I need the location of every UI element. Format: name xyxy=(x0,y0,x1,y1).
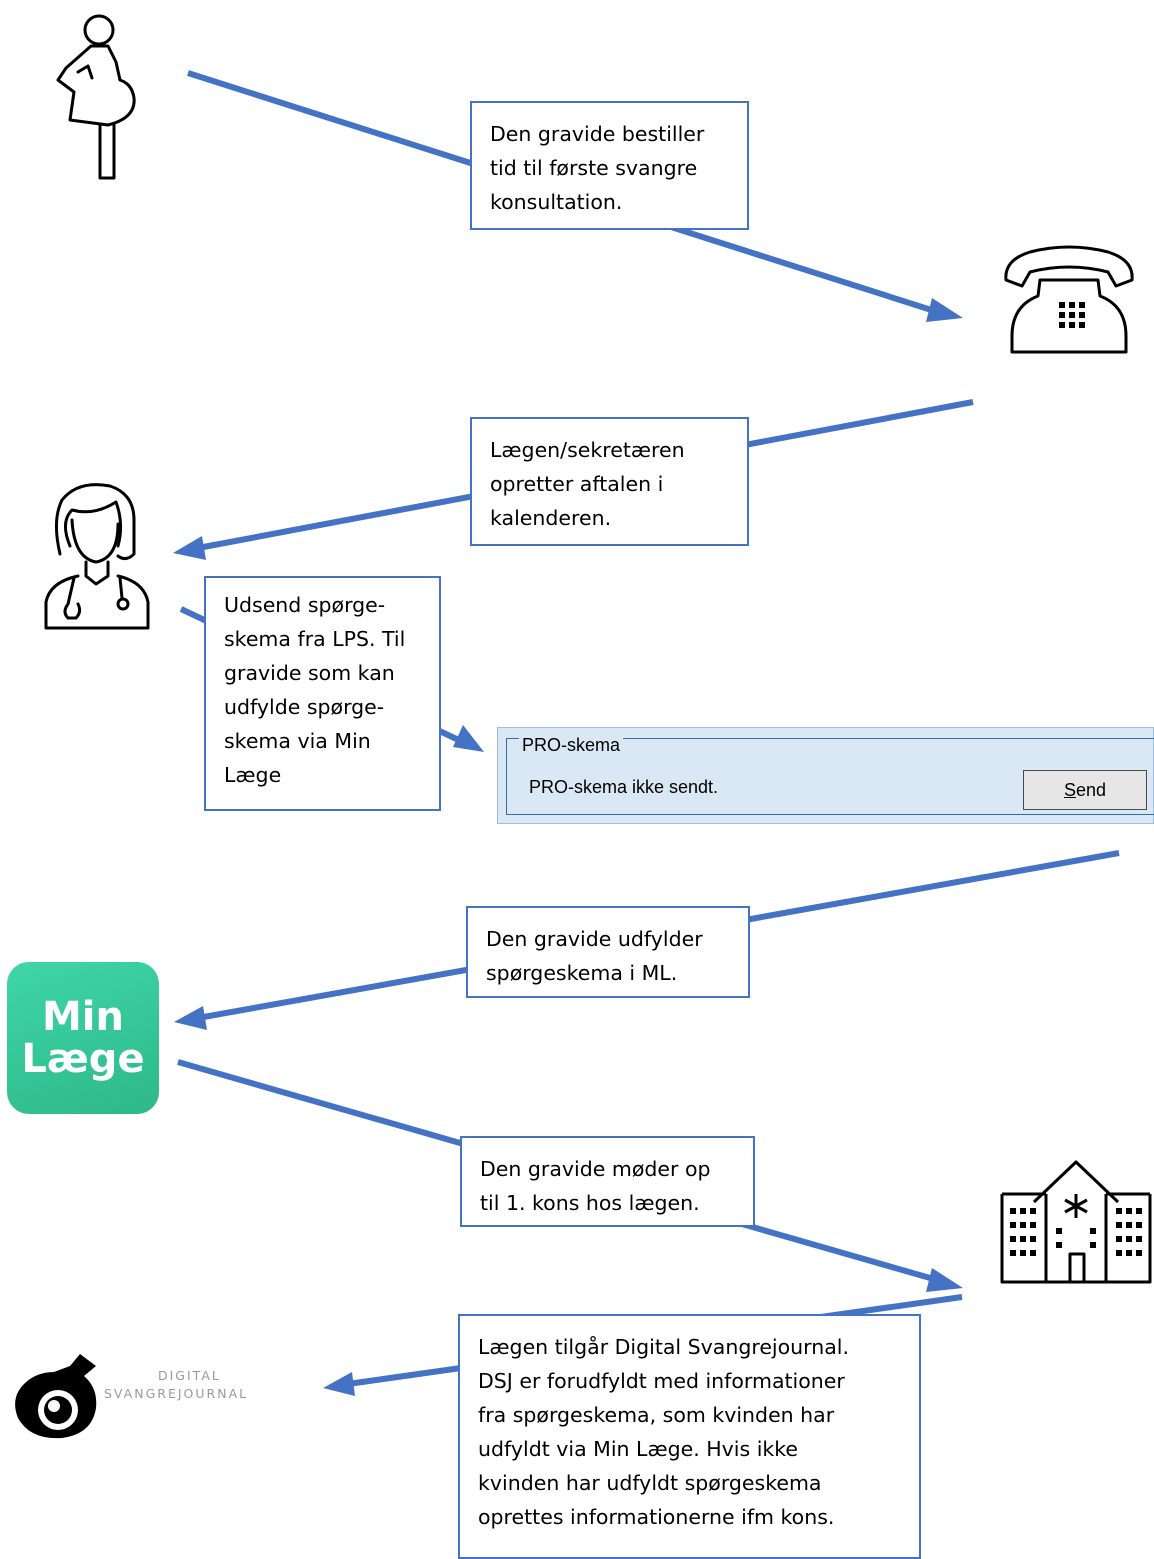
step-3-line: Læge xyxy=(224,763,282,787)
doctor-icon xyxy=(44,483,150,630)
step-6-line: oprettes informationerne ifm kons. xyxy=(478,1505,835,1529)
step-4-line: spørgeskema i ML. xyxy=(486,961,678,985)
step-3-line: skema fra LPS. Til xyxy=(224,627,406,651)
pregnant-woman-icon xyxy=(56,14,136,180)
arrow-head-dsj xyxy=(323,1372,355,1396)
arrow-head-doctor xyxy=(173,536,206,560)
step-box-1: Den gravide bestiller tid til første sva… xyxy=(470,101,749,230)
arrow-head-phone xyxy=(926,298,963,322)
min-laege-logo: Min Læge xyxy=(7,962,159,1114)
step-3-line: udfylde spørge- xyxy=(224,695,385,719)
step-3-line: skema via Min xyxy=(224,729,371,753)
dsj-logo-line2: SVANGREJOURNAL xyxy=(104,1386,249,1401)
arrow-head-hospital xyxy=(926,1268,963,1292)
step-box-3: Udsend spørge- skema fra LPS. Til gravid… xyxy=(204,576,441,811)
step-1-line: Den gravide bestiller xyxy=(490,122,705,146)
step-3-line: Udsend spørge- xyxy=(224,593,386,617)
arrow-head-minlaege xyxy=(174,1006,207,1030)
step-2-line: Lægen/sekretæren xyxy=(490,438,685,462)
step-6-line: kvinden har udfyldt spørgeskema xyxy=(478,1471,822,1495)
send-mnemonic: S xyxy=(1063,780,1076,800)
step-6-line: Lægen tilgår Digital Svangrejournal. xyxy=(478,1335,850,1359)
min-laege-logo-line1: Min xyxy=(42,994,124,1040)
step-6-line: DSJ er forudfyldt med informationer xyxy=(478,1369,845,1393)
arrow-head-pro xyxy=(453,725,484,752)
send-button[interactable]: Send xyxy=(1023,770,1147,810)
step-1-line: tid til første svangre xyxy=(490,156,698,180)
pro-skema-panel: PRO-skema PRO-skema ikke sendt. Send xyxy=(497,727,1154,824)
step-box-4: Den gravide udfylder spørgeskema i ML. xyxy=(466,906,750,998)
send-label-rest: end xyxy=(1075,780,1107,800)
step-5-line: til 1. kons hos lægen. xyxy=(480,1191,700,1215)
step-box-6: Lægen tilgår Digital Svangrejournal. DSJ… xyxy=(458,1314,921,1559)
step-box-2: Lægen/sekretæren opretter aftalen i kale… xyxy=(470,417,749,546)
step-4-line: Den gravide udfylder xyxy=(486,927,703,951)
step-5-line: Den gravide møder op xyxy=(480,1157,711,1181)
min-laege-logo-line2: Læge xyxy=(21,1036,145,1082)
step-1-line: konsultation. xyxy=(490,190,623,214)
hospital-icon xyxy=(1000,1160,1152,1284)
pro-skema-groupbox: PRO-skema PRO-skema ikke sendt. Send xyxy=(506,736,1154,815)
dsj-logo-line1: DIGITAL xyxy=(158,1368,221,1383)
step-3-line: gravide som kan xyxy=(224,661,395,685)
step-2-line: kalenderen. xyxy=(490,506,612,530)
step-6-line: fra spørgeskema, som kvinden har xyxy=(478,1403,835,1427)
step-2-line: opretter aftalen i xyxy=(490,472,664,496)
step-box-5: Den gravide møder op til 1. kons hos læg… xyxy=(460,1136,755,1227)
step-6-line: udfyldt via Min Læge. Hvis ikke xyxy=(478,1437,799,1461)
pro-skema-legend: PRO-skema xyxy=(519,736,624,754)
fetus-logo-icon xyxy=(15,1354,97,1439)
pro-skema-status: PRO-skema ikke sendt. xyxy=(529,777,719,797)
telephone-icon xyxy=(1004,245,1134,354)
